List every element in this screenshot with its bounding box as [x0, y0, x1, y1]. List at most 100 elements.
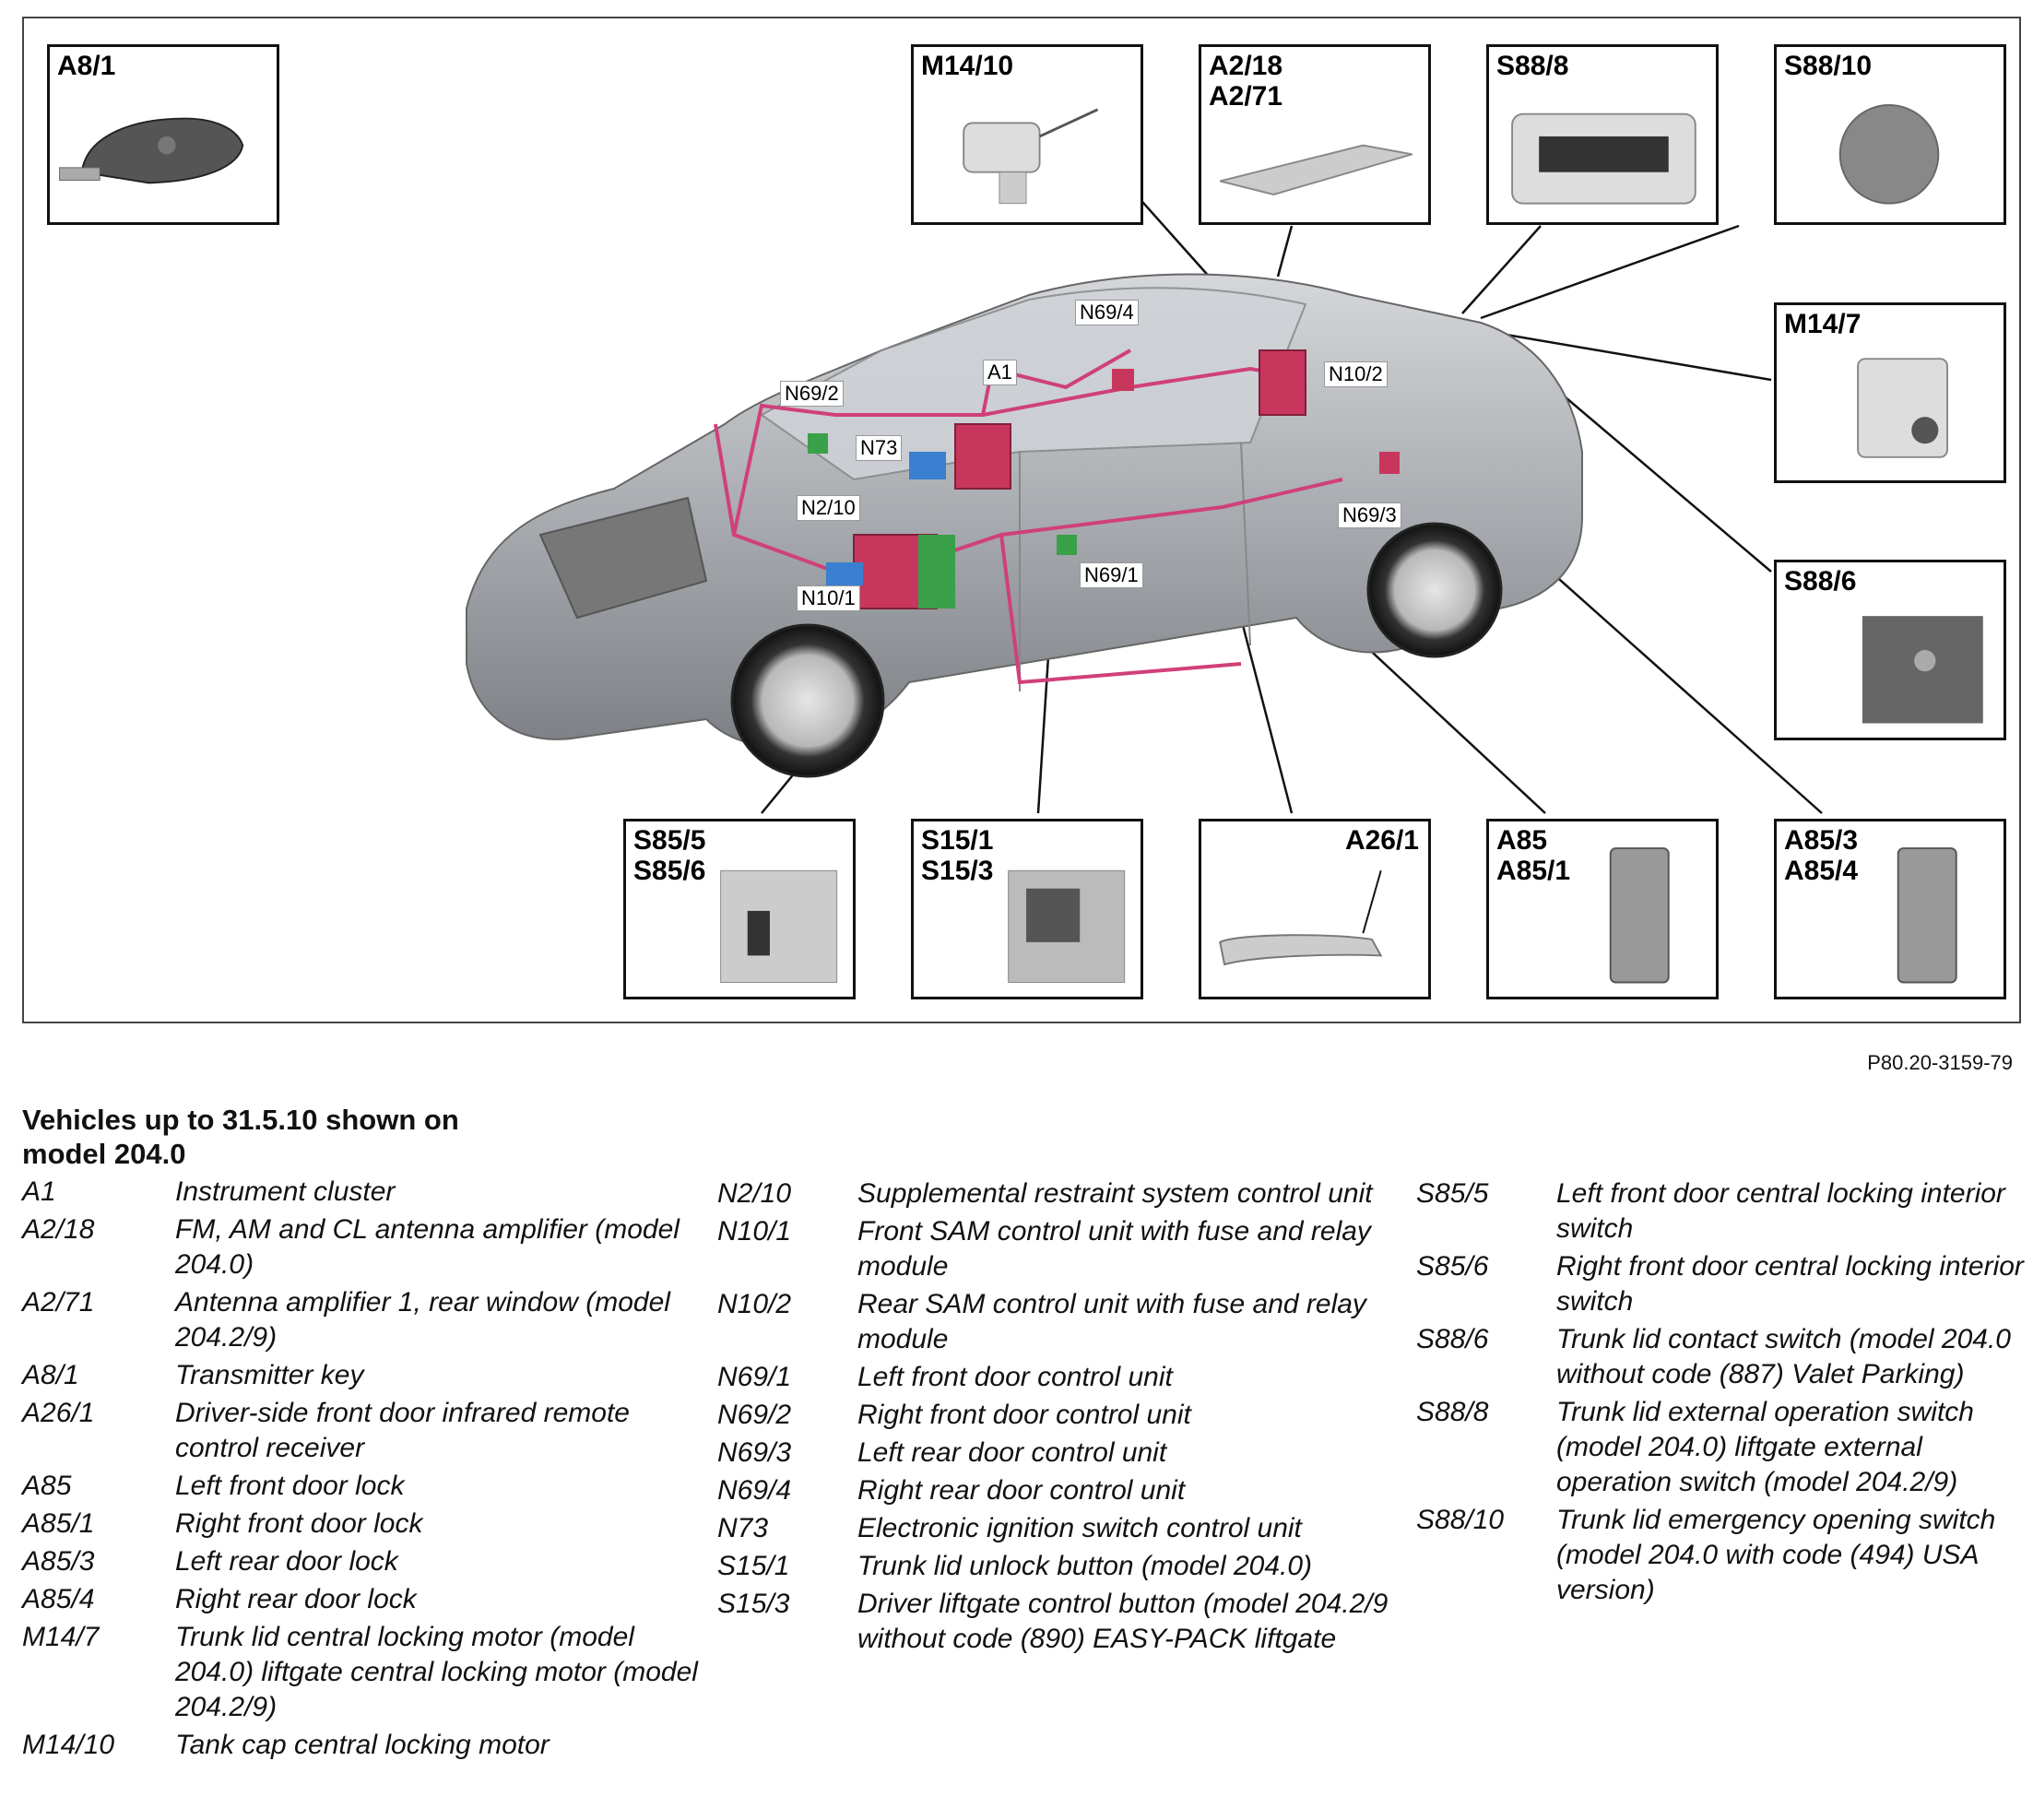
legend-description: Trunk lid contact switch (model 204.0 wi…	[1556, 1324, 2011, 1389]
tag-n2-10: N2/10	[797, 495, 860, 521]
legend-code: M14/10	[22, 1730, 115, 1760]
legend-description: Right rear door lock	[175, 1584, 417, 1614]
legend-title: Vehicles up to 31.5.10 shown on model 20…	[22, 1104, 459, 1170]
callout-label: A85 A85/1	[1496, 825, 1571, 886]
legend-description: Supplemental restraint system control un…	[857, 1178, 1373, 1209]
legend-code: A8/1	[22, 1360, 79, 1390]
legend-code: S15/1	[717, 1551, 790, 1581]
tag-n69-3: N69/3	[1338, 502, 1401, 528]
callout-s85-5: S85/5 S85/6	[623, 819, 856, 999]
callout-a2-18: A2/18 A2/71	[1199, 44, 1431, 225]
legend-description: Tank cap central locking motor	[175, 1730, 550, 1760]
legend-code: A85/4	[22, 1584, 95, 1614]
legend-code: N10/1	[717, 1216, 792, 1247]
legend-row: N2/10 Supplemental restraint system contr…	[717, 1176, 1400, 1211]
legend-description: Electronic ignition switch control unit	[857, 1513, 1302, 1543]
callout-a85-3: A85/3 A85/4	[1774, 819, 2006, 999]
callout-label: A8/1	[57, 51, 116, 81]
car-body	[466, 273, 1583, 778]
unlock-button-icon	[1008, 869, 1126, 983]
legend-row: A85/1 Right front door lock	[22, 1507, 704, 1542]
legend-description: Left rear door lock	[175, 1546, 398, 1577]
callout-a85: A85 A85/1	[1486, 819, 1719, 999]
legend-code: A26/1	[22, 1398, 95, 1428]
figure-reference: P80.20-3159-79	[1867, 1051, 2013, 1074]
tank-cap-motor-icon	[963, 108, 1099, 205]
callout-label: S15/1 S15/3	[921, 825, 994, 886]
legend-row: S88/6 Trunk lid contact switch (model 204…	[1416, 1322, 2025, 1392]
legend-description: Right rear door control unit	[857, 1475, 1186, 1506]
legend-description: Left rear door control unit	[857, 1437, 1167, 1468]
callout-s88-6: S88/6	[1774, 560, 2006, 740]
tag-n69-2: N69/2	[780, 381, 844, 407]
legend-description: Trunk lid unlock button (model 204.0)	[857, 1551, 1313, 1581]
legend-row: A2/71 Antenna amplifier 1, rear window (m…	[22, 1285, 704, 1355]
legend-description: Left front door central locking interior…	[1556, 1178, 2005, 1244]
legend-code: N69/3	[717, 1437, 792, 1468]
tag-n69-1: N69/1	[1080, 562, 1143, 588]
callout-label: S88/6	[1784, 566, 1857, 597]
callout-label: A26/1	[1344, 825, 1419, 856]
tag-a1: A1	[983, 360, 1017, 385]
legend-row: N69/3 Left rear door control unit	[717, 1436, 1400, 1471]
door-switch-icon	[720, 869, 838, 983]
door-lock-icon	[1609, 847, 1670, 984]
legend-description: Instrument cluster	[175, 1176, 396, 1207]
legend-code: S88/10	[1416, 1505, 1505, 1535]
legend-row: M14/10 Tank cap central locking motor	[22, 1728, 704, 1763]
legend-code: S15/3	[717, 1589, 790, 1619]
callout-a26-1: A26/1	[1199, 819, 1431, 999]
tag-n10-1: N10/1	[797, 585, 860, 611]
component-location-figure: N69/4 A1 N69/2 N10/2 N73 N2/10 N69/3 N69…	[22, 17, 2021, 1023]
legend-description: Trunk lid external operation switch (mod…	[1556, 1397, 1974, 1497]
trunk-motor-icon	[1857, 358, 1949, 458]
legend-description: Driver liftgate control button (model 20…	[857, 1589, 1389, 1654]
callout-label: M14/7	[1784, 309, 1862, 339]
legend-code: S88/8	[1416, 1397, 1489, 1427]
legend-code: A85/1	[22, 1508, 95, 1539]
legend-code: N2/10	[717, 1178, 792, 1209]
legend-code: N10/2	[717, 1289, 792, 1319]
contact-switch-icon	[1862, 616, 1983, 724]
callout-s15-1: S15/1 S15/3	[911, 819, 1143, 999]
legend-description: Antenna amplifier 1, rear window (model …	[175, 1287, 670, 1353]
legend-code: S85/6	[1416, 1251, 1489, 1282]
legend-code: A85	[22, 1471, 72, 1501]
legend-code: A1	[22, 1176, 56, 1207]
callout-label: S85/5 S85/6	[633, 825, 706, 886]
legend-description: Driver-side front door infrared remote c…	[175, 1398, 630, 1463]
legend-code: S88/6	[1416, 1324, 1489, 1354]
rear-door-lock-icon	[1897, 847, 1957, 984]
tag-n69-4: N69/4	[1075, 300, 1139, 325]
legend-row: A85/4 Right rear door lock	[22, 1582, 704, 1617]
legend-row: S15/1 Trunk lid unlock button (model 204.…	[717, 1549, 1400, 1584]
legend-row: S88/8 Trunk lid external operation switch…	[1416, 1395, 2025, 1500]
callout-s88-10: S88/10	[1774, 44, 2006, 225]
legend-description: Trunk lid central locking motor (model 2…	[175, 1622, 698, 1722]
callout-label: S88/8	[1496, 51, 1569, 81]
legend-code: A2/71	[22, 1287, 95, 1318]
legend-row: S15/3 Driver liftgate control button (mod…	[717, 1587, 1400, 1657]
legend-description: Rear SAM control unit with fuse and rela…	[857, 1289, 1366, 1354]
legend-row: A26/1 Driver-side front door infrared rem…	[22, 1396, 704, 1466]
legend-code: A2/18	[22, 1214, 95, 1245]
legend-row: A1 Instrument cluster	[22, 1175, 704, 1210]
callout-m14-7: M14/7	[1774, 302, 2006, 483]
callout-label: S88/10	[1784, 51, 1873, 81]
legend-description: Right front door control unit	[857, 1400, 1191, 1430]
legend-code: N69/2	[717, 1400, 792, 1430]
legend-code: N69/4	[717, 1475, 792, 1506]
callout-label: A2/18 A2/71	[1209, 51, 1283, 112]
legend-description: Right front door lock	[175, 1508, 423, 1539]
door-handle-icon	[1219, 870, 1383, 966]
